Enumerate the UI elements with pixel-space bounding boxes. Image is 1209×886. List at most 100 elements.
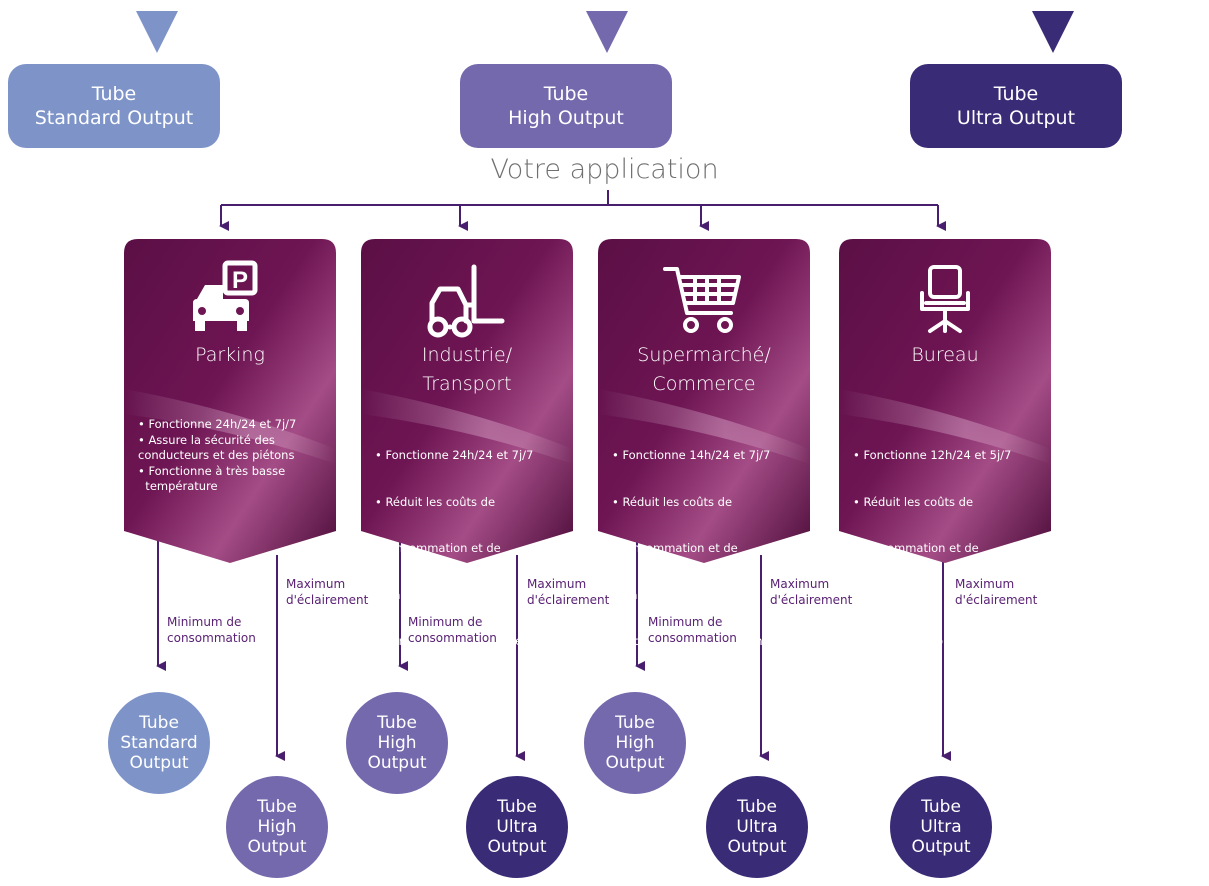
result-bureau-ultra: Tube Ultra Output [890,776,992,878]
result-industrie-high: Tube High Output [346,692,448,794]
circle-line: Output [487,837,547,857]
circle-line: Tube [377,713,417,733]
circle-line: Tube [615,713,655,733]
circle-line: Output [129,753,189,773]
tube-label: Tube [91,83,137,105]
label-line: Maximum [770,577,830,591]
label-max-supermarche: Maximum d'éclairement [770,576,852,608]
card-title-line: Commerce [652,373,756,395]
card-parking: P Parking • Fonctionne 24h/24 et 7j/7 • … [124,239,336,563]
circle-line: Tube [257,797,297,817]
label-min-industrie: Minimum de consommation [408,614,497,646]
card-title-line: Industrie/ [421,344,513,366]
card-title: Supermarché/ Commerce [598,341,810,399]
card-background [124,239,336,563]
triangle-standard [136,11,178,53]
svg-text:P: P [232,267,248,294]
parking-car-icon: P [124,259,336,345]
tube-type: Standard Output [34,107,194,129]
circle-line: Standard [120,733,198,753]
card-background [839,239,1051,563]
circle-line: Tube [737,797,777,817]
label-line: Maximum [955,577,1015,591]
subtitle: Votre application [490,154,719,185]
card-title-line: Parking [195,344,265,366]
label-line: Minimum de [167,615,242,629]
circle-line: High [257,817,297,837]
card-background [361,239,573,563]
card-bullets: • Fonctionne 24h/24 et 7j/7 • Assure la … [138,417,334,495]
circle-line: Ultra [496,817,538,837]
bullet: consommation et de [853,541,979,555]
bullet: • Réduit les coûts de [853,494,974,509]
card-bureau: Bureau • Fonctionne 12h/24 et 5j/7 • Réd… [839,239,1051,648]
circle-line: Ultra [920,817,962,837]
bullet: • Fonctionne 12h/24 et 5j/7 [853,448,1012,462]
card-title-line: Transport [422,373,512,395]
bullet: conducteurs et des piétons [138,448,295,462]
label-max-industrie: Maximum d'éclairement [527,576,609,608]
circle-line: Output [367,753,427,773]
card-industrie: Industrie/ Transport • Fonctionne 24h/24… [361,239,573,695]
result-parking-standard: Tube Standard Output [108,692,210,794]
bullet: • Procure un bon éclairement [853,634,1023,648]
label-line: Maximum [527,577,587,591]
bullet: • Assure la sécurité des [138,432,275,447]
label-line: d'éclairement [286,593,369,607]
card-title: Parking [124,341,336,370]
bullet: température [138,479,218,493]
label-line: consommation [167,631,256,645]
shopping-cart-icon [598,259,810,345]
forklift-icon [361,259,573,345]
circle-line: Tube [921,797,961,817]
label-line: consommation [648,631,737,645]
bullet: température [375,680,455,695]
tube-type: Ultra Output [956,107,1076,129]
label-line: Maximum [286,577,346,591]
circle-line: Ultra [736,817,778,837]
bullet: maintenance [612,587,695,602]
bullet: maintenance [853,587,936,602]
bullet: maintenance [375,587,458,602]
card-title: Industrie/ Transport [361,341,573,399]
circle-line: Tube [139,713,179,733]
label-max-bureau: Maximum d'éclairement [955,576,1037,608]
circle-line: Output [727,837,787,857]
label-min-supermarche: Minimum de consommation [648,614,737,646]
bullet: consommation et de [375,541,501,555]
tube-ultra-box: Tube Ultra Output [910,64,1122,148]
circle-line: High [615,733,655,753]
bullet: consommation et de [612,541,738,555]
office-chair-icon [839,259,1051,345]
tube-label: Tube [993,83,1039,105]
circle-line: Output [247,837,307,857]
card-bullets: • Fonctionne 24h/24 et 7j/7 • Réduit les… [375,417,571,727]
label-min-parking: Minimum de consommation [167,614,256,646]
bullet: • Fonctionne à très basse [138,463,286,478]
triangle-high [586,11,628,53]
circle-line: Tube [497,797,537,817]
label-line: consommation [408,631,497,645]
bullet: • Fonctionne 24h/24 et 7j/7 [138,417,297,431]
label-line: Minimum de [648,615,723,629]
bullet: • Réduit les coûts de [375,494,496,509]
tube-label: Tube [543,83,589,105]
result-industrie-ultra: Tube Ultra Output [466,776,568,878]
bullet: • Procure un bon éclairement [612,634,782,648]
result-parking-high: Tube High Output [226,776,328,878]
bullet: • Fonctionne à très basse [375,634,523,648]
circle-line: Output [911,837,971,857]
label-line: Minimum de [408,615,483,629]
result-supermarche-ultra: Tube Ultra Output [706,776,808,878]
card-title: Bureau [839,341,1051,370]
tube-type: High Output [508,107,624,129]
card-title-line: Supermarché/ [637,344,771,366]
label-line: d'éclairement [770,593,853,607]
circle-line: Output [605,753,665,773]
tube-high-box: Tube High Output [460,64,672,148]
result-supermarche-high: Tube High Output [584,692,686,794]
card-supermarche: Supermarché/ Commerce • Fonctionne 14h/2… [598,239,810,648]
label-line: d'éclairement [527,593,610,607]
card-bullets: • Fonctionne 12h/24 et 5j/7 • Réduit les… [853,417,1049,681]
